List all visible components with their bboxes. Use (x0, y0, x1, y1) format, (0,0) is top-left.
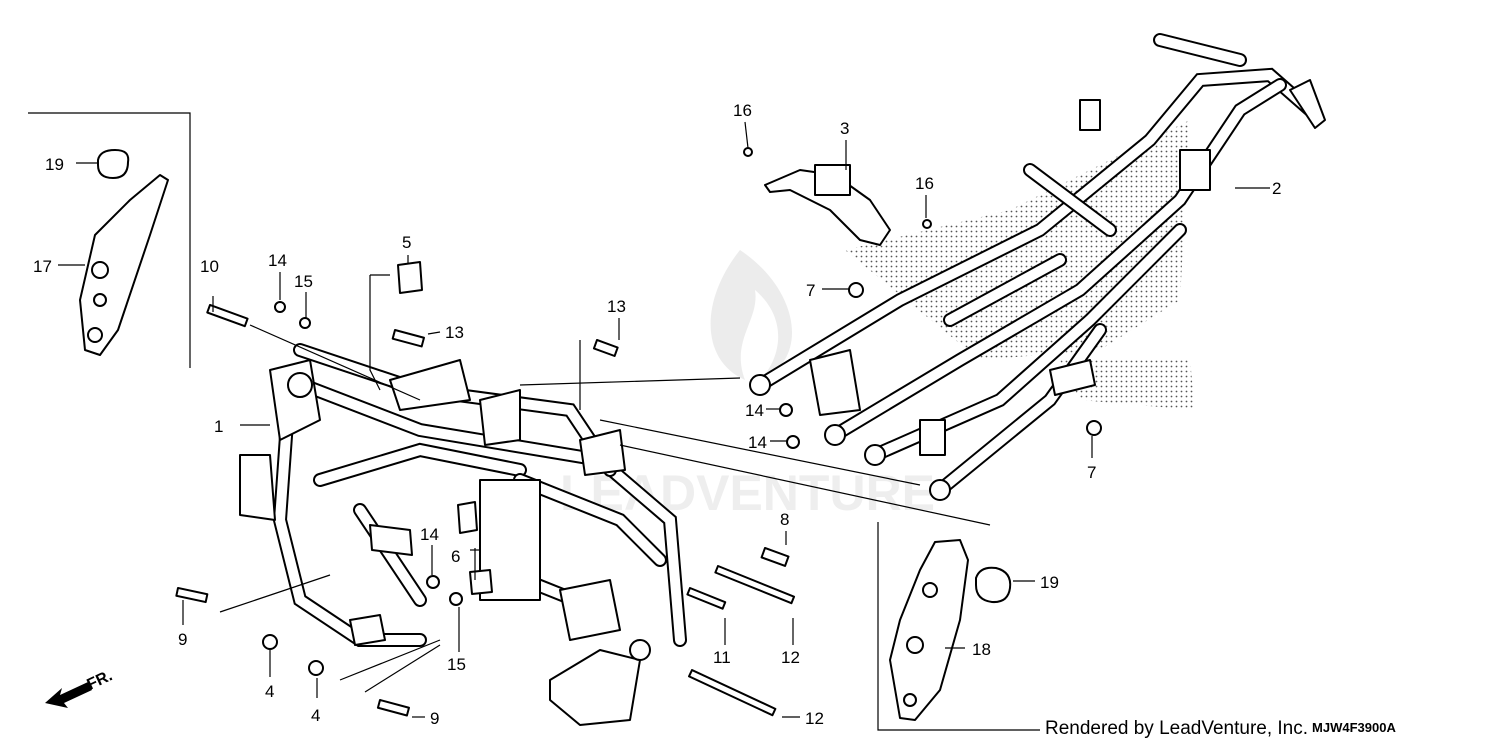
callout-16-right: 16 (915, 174, 934, 193)
callout-2: 2 (1272, 179, 1281, 198)
callout-10: 10 (200, 257, 219, 276)
callout-14-lower: 14 (420, 525, 439, 544)
callout-9-left: 9 (178, 630, 187, 649)
main-frame-1 (239, 343, 687, 726)
bracket-17 (79, 174, 169, 356)
callout-1: 1 (214, 417, 223, 436)
small-parts (175, 147, 1102, 717)
callout-8: 8 (780, 510, 789, 529)
leadventure-watermark: LEADVENTURE (560, 250, 935, 521)
inset-upper-left (28, 112, 191, 368)
inset-lower-right (877, 522, 1040, 731)
callout-11: 11 (713, 648, 731, 667)
callout-14-mid-upper: 14 (745, 401, 764, 420)
direction-label: FR. (85, 667, 116, 693)
callout-16-left: 16 (733, 101, 752, 120)
callout-14-upper: 14 (268, 251, 287, 270)
callout-4-left: 4 (265, 682, 274, 701)
callout-7-right: 7 (1087, 463, 1096, 482)
collar-5 (397, 261, 423, 294)
credit-text: Rendered by LeadVenture, Inc. (1045, 718, 1309, 739)
rear-subframe-2 (749, 33, 1326, 501)
callout-14-mid-lower: 14 (748, 433, 767, 452)
collar-6 (457, 501, 478, 534)
callout-15-lower: 15 (447, 655, 466, 674)
callout-19-lower: 19 (1040, 573, 1059, 592)
callout-6: 6 (451, 547, 460, 566)
grommet-19b (975, 566, 1012, 604)
callout-13-left: 13 (445, 323, 464, 342)
callout-12-bottom: 12 (805, 709, 824, 728)
callout-17: 17 (33, 257, 52, 276)
callout-labels: 19 17 10 14 15 5 13 13 1 16 3 16 2 7 14 … (33, 101, 1281, 728)
callout-3: 3 (840, 119, 849, 138)
callout-5: 5 (402, 233, 411, 252)
leader-lines (58, 121, 1270, 718)
front-direction-arrow: FR. (45, 667, 115, 708)
callout-7-left: 7 (806, 281, 815, 300)
callout-13-right: 13 (607, 297, 626, 316)
callout-4-right: 4 (311, 706, 320, 725)
bracket-18 (889, 539, 969, 721)
diagram-code: MJW4F3900A (1312, 720, 1396, 735)
callout-12-mid: 12 (781, 648, 800, 667)
arrow-left-icon (45, 682, 92, 708)
callout-9-bottom: 9 (430, 709, 439, 728)
grommet-19a (97, 149, 130, 179)
render-credit: Rendered by LeadVenture, Inc.MJW4F3900A (1045, 718, 1396, 740)
callout-18: 18 (972, 640, 991, 659)
callout-19-upper: 19 (45, 155, 64, 174)
bolt-10 (206, 303, 249, 328)
callout-15-upper: 15 (294, 272, 313, 291)
